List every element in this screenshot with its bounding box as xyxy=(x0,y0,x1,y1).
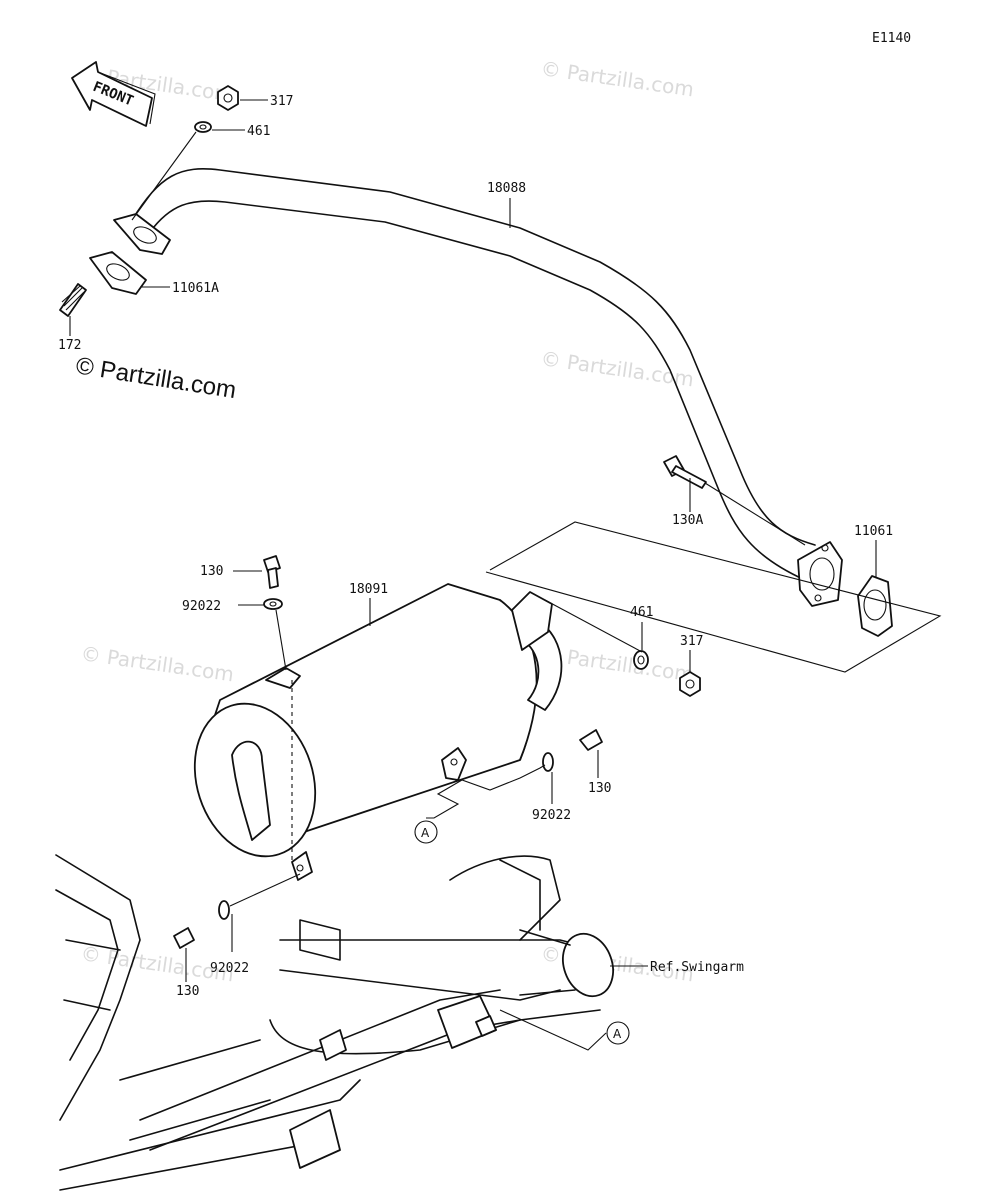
label-130-upper: 130 xyxy=(200,564,223,579)
washer-461-top-icon xyxy=(194,121,212,133)
diagram-code: E1140 xyxy=(872,31,911,46)
bolt-130a-icon xyxy=(663,455,707,489)
label-317-right: 317 xyxy=(680,634,703,649)
svg-text:A: A xyxy=(613,1027,622,1041)
reference-marker-a-lower: A xyxy=(606,1021,630,1045)
label-130-right: 130 xyxy=(588,781,611,796)
stud-172-icon xyxy=(59,283,87,317)
svg-text:A: A xyxy=(421,826,430,840)
gasket-11061 xyxy=(857,575,893,637)
svg-text:© Partzilla.com: © Partzilla.com xyxy=(79,641,235,686)
label-172: 172 xyxy=(58,338,81,353)
label-11061a: 11061A xyxy=(172,281,219,296)
muffler-18091 xyxy=(193,583,563,881)
copyright-text: © Partzilla.com xyxy=(74,352,238,404)
reference-marker-a-upper: A xyxy=(414,820,438,844)
watermarks: © Partzilla.com © Partzilla.com © Partzi… xyxy=(79,56,695,986)
label-461-right: 461 xyxy=(630,605,653,620)
label-ref-swingarm: Ref.Swingarm xyxy=(650,960,744,975)
label-461-top: 461 xyxy=(247,124,270,139)
label-18088: 18088 xyxy=(487,181,526,196)
label-92022-lower: 92022 xyxy=(210,961,249,976)
frame-swingarm xyxy=(55,854,614,1191)
washer-92022-upper-icon xyxy=(263,598,283,610)
svg-text:© Partzilla.com: © Partzilla.com xyxy=(539,346,695,391)
svg-text:© Partzilla.com: © Partzilla.com xyxy=(539,56,695,101)
label-130-lower: 130 xyxy=(176,984,199,999)
label-18091: 18091 xyxy=(349,582,388,597)
label-317-top: 317 xyxy=(270,94,293,109)
nut-317-top-icon xyxy=(217,85,239,111)
bolt-130-upper-icon xyxy=(263,555,281,589)
nut-317-right-icon xyxy=(679,671,701,697)
washer-461-right-icon xyxy=(633,650,649,670)
label-92022-upper: 92022 xyxy=(182,599,221,614)
reference-box xyxy=(485,521,942,673)
part-labels: 317 461 18088 11061A 172 130A 11061 130 … xyxy=(58,94,893,999)
bolt-130-right-icon xyxy=(579,729,603,751)
washer-92022-lower-icon xyxy=(218,900,230,920)
svg-text:© Partzilla.com: © Partzilla.com xyxy=(539,641,695,686)
label-92022-right: 92022 xyxy=(532,808,571,823)
bolt-130-lower-icon xyxy=(173,927,195,949)
label-130a: 130A xyxy=(672,513,703,528)
leader-lines xyxy=(69,99,877,1051)
label-11061: 11061 xyxy=(854,524,893,539)
washer-92022-right-icon xyxy=(542,752,554,772)
